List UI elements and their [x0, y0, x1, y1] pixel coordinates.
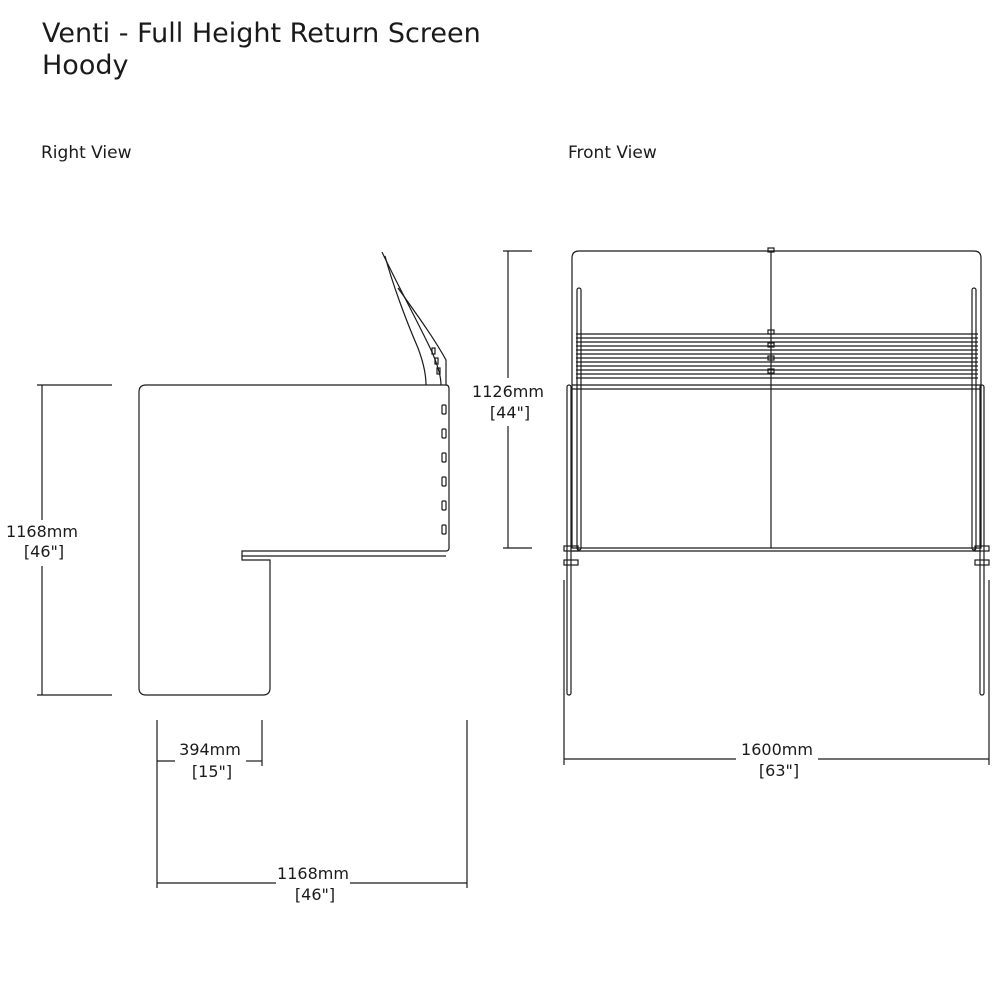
- slot-column: [441, 404, 447, 535]
- right-height-dimension-lines: [37, 384, 112, 696]
- right-view-drawing: [37, 251, 468, 888]
- right-total-width-dimension-lines: [156, 720, 468, 888]
- front-view-label: Front View: [568, 143, 657, 163]
- screen-panel: [571, 250, 982, 549]
- front-height-mm: 1126mm: [472, 382, 544, 401]
- front-height-dimension-lines: [503, 250, 532, 549]
- right-short-width-mm: 394mm: [179, 740, 241, 759]
- desk-profile: [138, 384, 450, 696]
- right-height-mm: 1168mm: [6, 522, 78, 541]
- front-view-drawing: [503, 247, 990, 765]
- front-width-dimension-lines: [563, 580, 990, 765]
- right-leg: [971, 287, 990, 696]
- drawing-title: Venti - Full Height Return Screen Hoody: [42, 18, 481, 82]
- right-short-width-dimension-lines: [156, 720, 263, 766]
- right-height-in: [46"]: [24, 542, 64, 561]
- right-total-width-mm: 1168mm: [277, 864, 349, 883]
- hood-screen-bracket: [397, 287, 447, 385]
- right-short-width-in: [15"]: [192, 762, 232, 781]
- right-view-label: Right View: [41, 143, 132, 163]
- front-height-in: [44"]: [490, 403, 530, 422]
- center-clips: [767, 247, 775, 374]
- hood-screen-inner: [384, 255, 427, 386]
- front-width-mm: 1600mm: [741, 740, 813, 759]
- title-line-1: Venti - Full Height Return Screen: [42, 18, 481, 49]
- cable-bars: [576, 333, 978, 379]
- hood-screen-profile: [381, 251, 442, 386]
- left-leg: [563, 287, 582, 696]
- title-line-2: Hoody: [42, 50, 129, 81]
- hood-slots: [431, 347, 441, 375]
- front-width-in: [63"]: [759, 761, 799, 780]
- right-total-width-in: [46"]: [295, 885, 335, 904]
